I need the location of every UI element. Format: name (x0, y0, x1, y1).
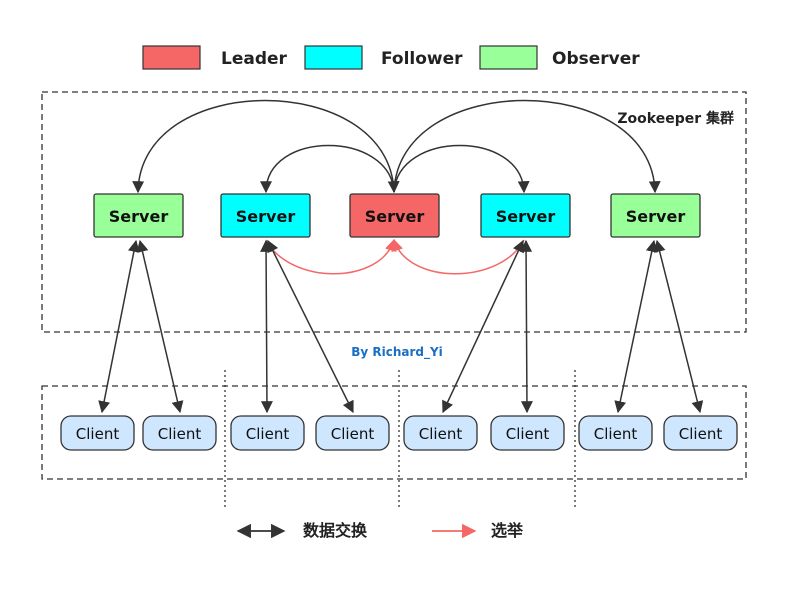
server-label: Server (236, 207, 296, 226)
server-observer-right: Server (610, 193, 701, 238)
server-label: Server (109, 207, 169, 226)
arc-leader-to-follower-right (393, 144, 530, 194)
election-arc-left (265, 238, 397, 275)
client-1: Client (60, 415, 135, 451)
client-label: Client (331, 425, 375, 443)
client-3: Client (230, 415, 305, 451)
server-follower-left: Server (220, 193, 311, 238)
server-label: Server (496, 207, 556, 226)
client-group-separators (224, 370, 576, 510)
client-label: Client (506, 425, 550, 443)
client-label: Client (419, 425, 463, 443)
top-legend: Leader Follower Observer (142, 45, 640, 70)
legend-follower-label: Follower (381, 49, 463, 69)
bottom-legend: 数据交换 选举 (236, 521, 524, 540)
client-2: Client (142, 415, 217, 451)
legend-observer-label: Observer (552, 49, 640, 69)
data-exchange-label: 数据交换 (303, 521, 368, 540)
client-5: Client (403, 415, 478, 451)
legend-leader-swatch (142, 45, 201, 70)
server-client-links (98, 239, 704, 414)
client-8: Client (663, 415, 738, 451)
client-label: Client (246, 425, 290, 443)
election-arcs (265, 238, 525, 275)
legend-leader-label: Leader (221, 49, 288, 69)
client-label: Client (594, 425, 638, 443)
credit-label: By Richard_Yi (351, 345, 443, 360)
election-arc-right (391, 238, 525, 275)
arc-leader-to-observer-left (132, 99, 400, 194)
election-label: 选举 (491, 521, 524, 540)
client-label: Client (76, 425, 120, 443)
zookeeper-cluster-box (41, 91, 747, 333)
arc-leader-to-observer-right (393, 99, 661, 194)
servers: Server Server Server Server Server (93, 193, 701, 238)
client-area-box (41, 385, 747, 480)
clients: Client Client Client Client Client Clien… (60, 415, 738, 451)
cluster-label: Zookeeper 集群 (617, 110, 734, 127)
server-label: Server (365, 207, 425, 226)
arc-leader-to-follower-left (260, 144, 395, 194)
server-observer-left: Server (93, 193, 184, 238)
legend-observer-swatch (479, 45, 538, 70)
server-label: Server (626, 207, 686, 226)
leader-broadcast-arcs (132, 99, 661, 194)
client-6: Client (490, 415, 565, 451)
server-follower-right: Server (480, 193, 571, 238)
server-leader: Server (349, 193, 440, 238)
client-label: Client (158, 425, 202, 443)
client-label: Client (679, 425, 723, 443)
client-4: Client (315, 415, 390, 451)
client-7: Client (578, 415, 653, 451)
legend-follower-swatch (304, 45, 363, 70)
